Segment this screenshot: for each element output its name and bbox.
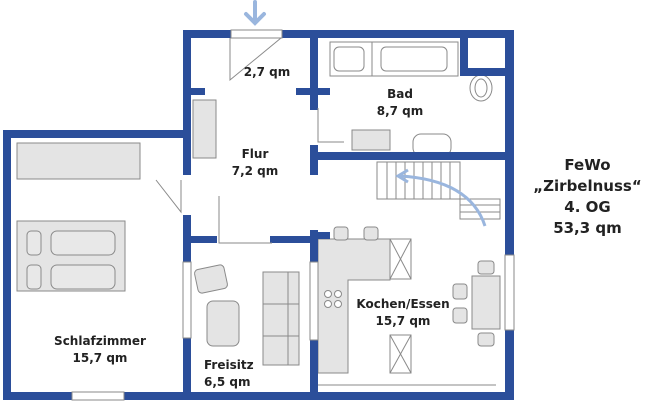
room-area: 7,2 qm [231,164,279,178]
room-label-vorraum: 2,7 qm [232,64,302,81]
armchair-icon [194,264,228,294]
room-label-flur: Flur 7,2 qm [215,146,295,180]
info-floor: 4. OG [564,198,611,216]
wardrobe [16,142,141,180]
info-name: „Zirbelnuss“ [533,177,642,195]
sink-icon [333,46,365,72]
bath-cabinet [351,129,391,151]
info-type: FeWo [564,156,611,174]
chair-icon [477,332,495,347]
door-swing-icon [155,37,344,244]
room-area: 15,7 qm [72,351,128,365]
entrance-arrow-icon [244,0,266,26]
sofa-icon [262,271,300,366]
room-label-schlafzimmer: Schlafzimmer 15,7 qm [45,333,155,367]
dining-table-icon [471,275,501,330]
room-area: 15,7 qm [375,314,431,328]
side-table [206,300,240,347]
room-label-bad: Bad 8,7 qm [360,86,440,120]
chair-icon [477,260,495,275]
chair-icon [333,226,349,241]
stairs-direction-arrow [399,174,487,227]
room-area: 6,5 qm [204,375,251,389]
room-label-kochen-essen: Kochen/Essen 15,7 qm [348,296,458,330]
room-name: Flur [241,147,269,161]
room-area: 2,7 qm [243,65,291,79]
stairs-icon [376,161,501,220]
room-area: 8,7 qm [376,104,424,118]
door [230,29,283,39]
window [71,391,125,401]
chair-icon [452,283,468,300]
window [504,254,515,331]
apartment-info: FeWo „Zirbelnuss“ 4. OG 53,3 qm [525,155,650,239]
room-name: Bad [387,87,413,101]
room-name: Kochen/Essen [356,297,450,311]
stove-icon [324,290,342,308]
window [309,261,319,341]
bathtub-icon [380,46,448,72]
info-area: 53,3 qm [553,219,622,237]
chair-icon [452,307,468,324]
room-label-freisitz: Freisitz 6,5 qm [204,357,264,391]
hall-cabinet [192,99,217,159]
room-name: Freisitz [204,358,254,372]
room-name: Schlafzimmer [54,334,146,348]
window [182,261,192,339]
chair-icon [363,226,379,241]
